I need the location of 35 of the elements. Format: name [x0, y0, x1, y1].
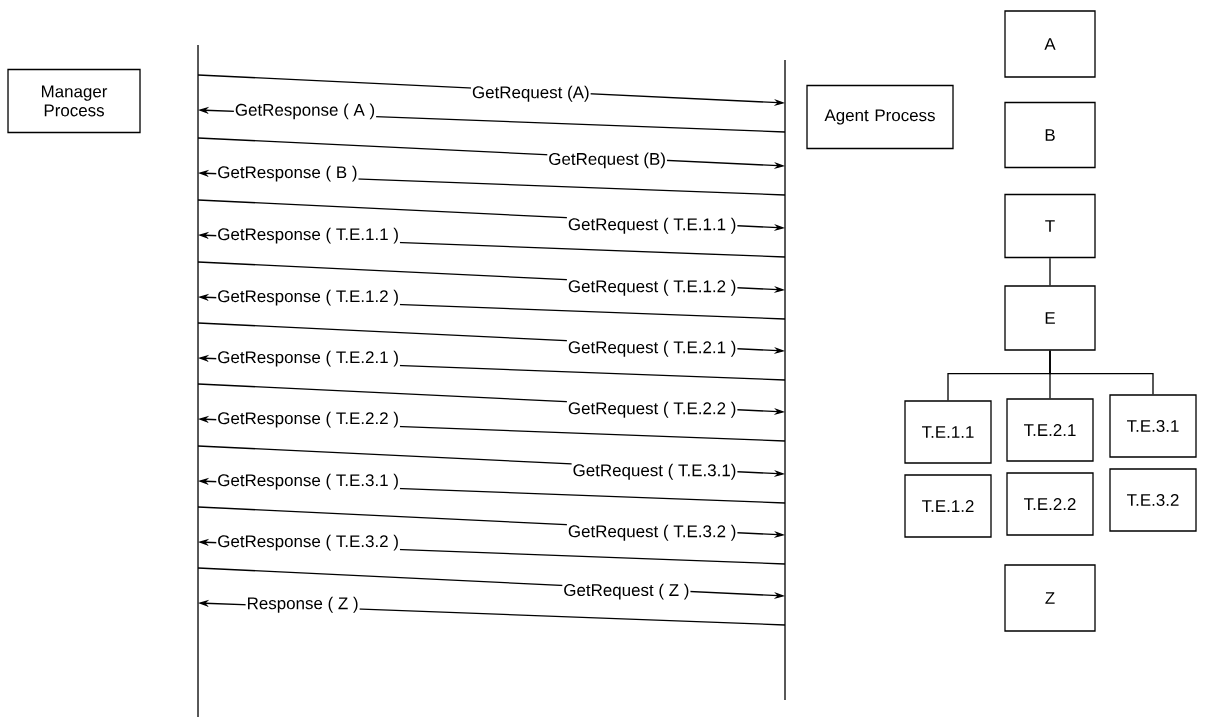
- edge-label: GetResponse ( B ): [216, 164, 359, 183]
- edge-label: GetResponse ( T.E.1.2 ): [216, 288, 400, 307]
- tree-box: T.E.1.2: [904, 474, 992, 538]
- edge-label: GetRequest ( T.E.1.1 ): [566, 216, 738, 235]
- edge-label: GetResponse ( T.E.1.1 ): [216, 226, 400, 245]
- edge-label: GetResponse ( A ): [233, 102, 377, 121]
- edge-label: GetResponse ( T.E.3.1 ): [216, 472, 400, 491]
- edge-label: GetRequest ( T.E.3.1): [571, 462, 738, 481]
- edge-label: GetRequest ( T.E.2.2 ): [566, 400, 738, 419]
- lifeline: [784, 59, 786, 701]
- process-box: Agent Process: [806, 84, 954, 150]
- edge-label: GetRequest ( T.E.2.1 ): [566, 339, 738, 358]
- tree-box: T: [1004, 193, 1096, 259]
- tree-box: T.E.3.2: [1109, 468, 1197, 532]
- tree-box: T.E.2.1: [1006, 398, 1094, 462]
- edge-label: Response ( Z ): [245, 595, 360, 614]
- tree-box: B: [1004, 101, 1096, 169]
- edge-label: GetResponse ( T.E.2.2 ): [216, 410, 400, 429]
- tree-line: [1049, 350, 1154, 395]
- tree-line: [1049, 257, 1051, 286]
- edge-label: GetResponse ( T.E.3.2 ): [216, 533, 400, 552]
- edge-label: GetRequest ( Z ): [562, 582, 691, 601]
- edge-label: GetRequest ( T.E.1.2 ): [566, 278, 738, 297]
- tree-box: T.E.1.1: [904, 400, 992, 464]
- edge-label: GetResponse ( T.E.2.1 ): [216, 349, 400, 368]
- tree-box: A: [1004, 10, 1096, 78]
- edge-label: GetRequest ( T.E.3.2 ): [566, 523, 738, 542]
- tree-box: T.E.3.1: [1109, 394, 1197, 458]
- process-box: Manager Process: [7, 68, 141, 134]
- tree-box: T.E.2.2: [1006, 472, 1094, 536]
- lifeline: [197, 44, 199, 718]
- tree-box: Z: [1004, 564, 1096, 632]
- tree-box: E: [1004, 285, 1096, 351]
- edge-label: GetRequest (A): [471, 84, 591, 103]
- edge-label: GetRequest (B): [547, 151, 667, 170]
